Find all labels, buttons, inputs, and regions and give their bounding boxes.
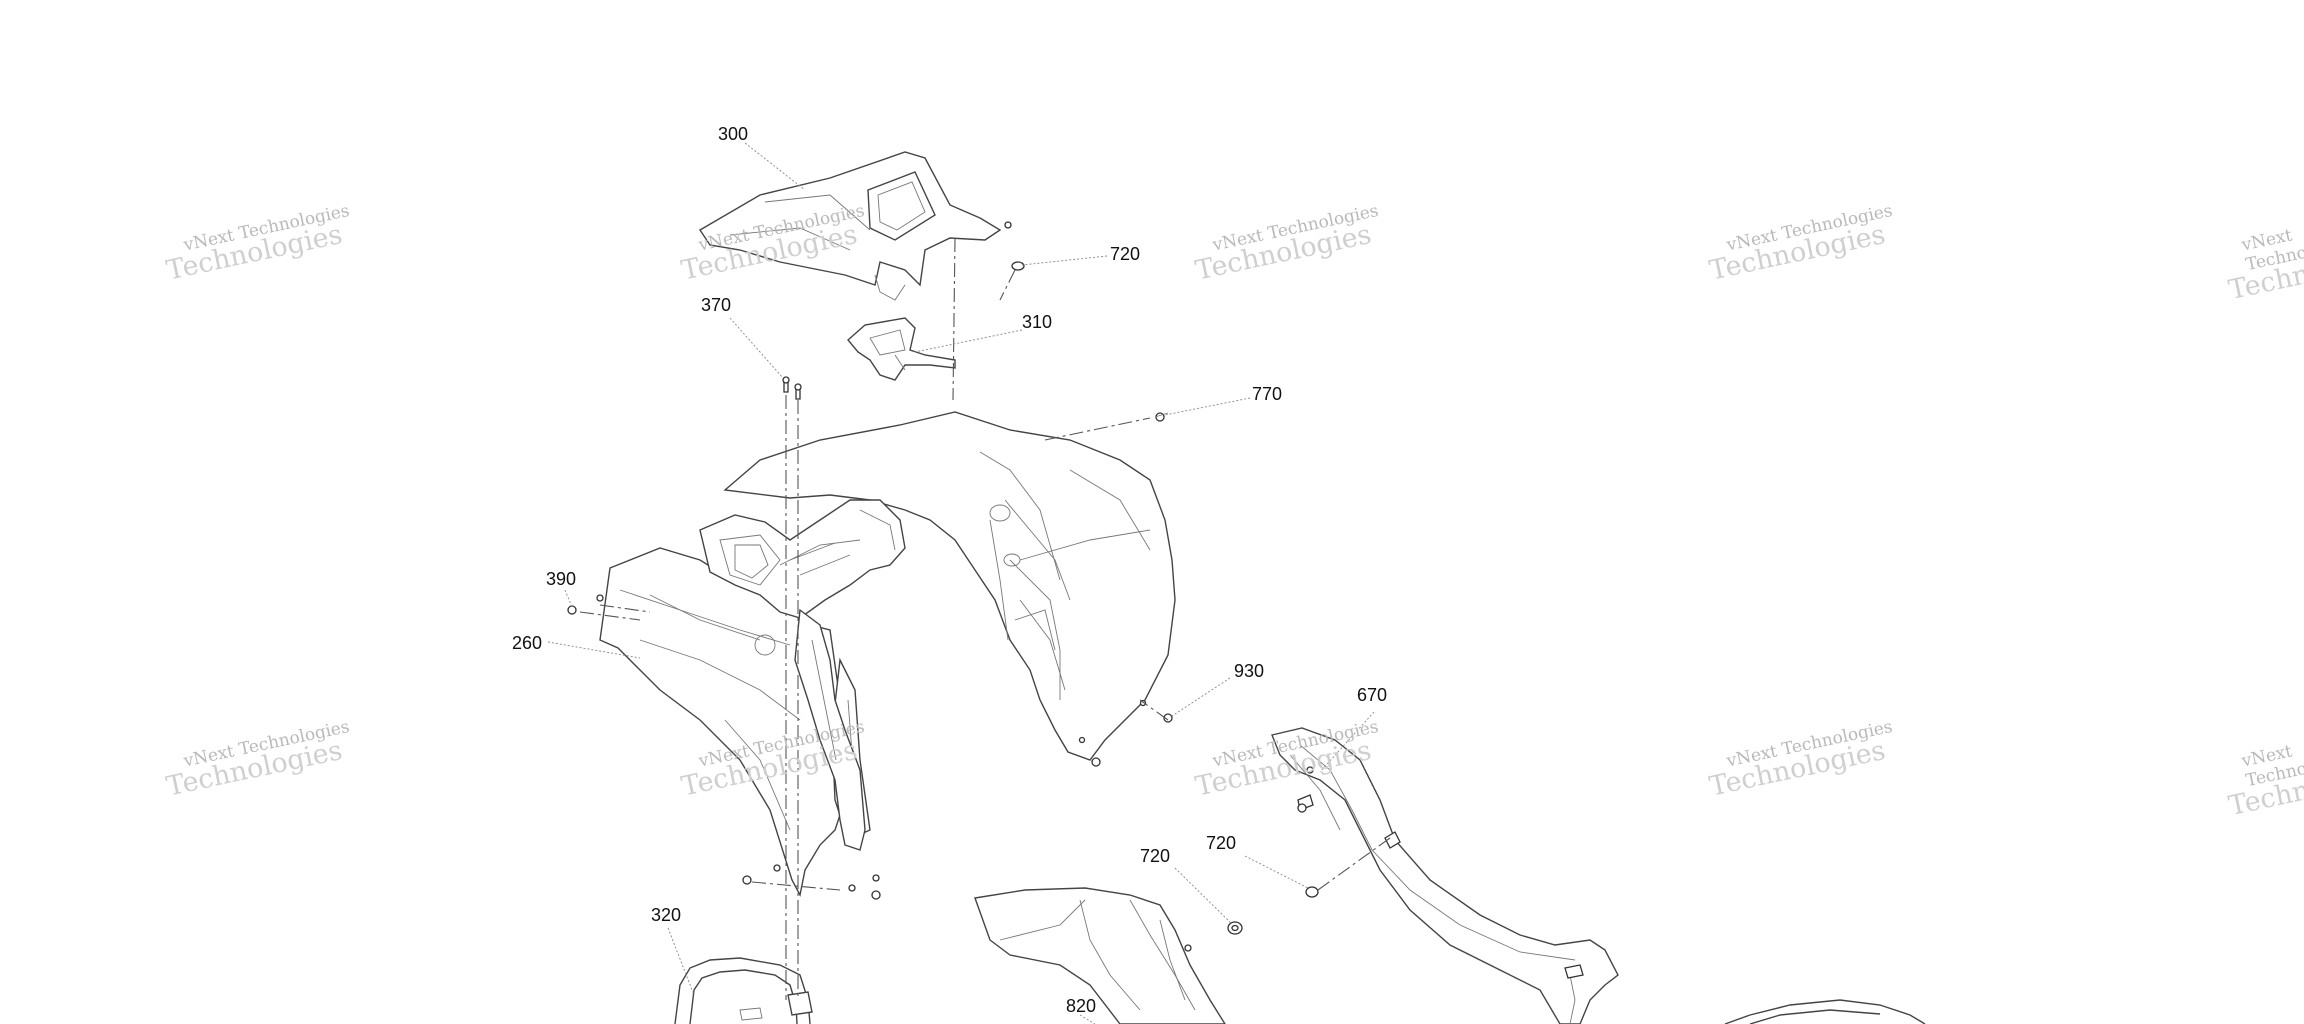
leader-lines xyxy=(547,142,1375,1024)
callout-320[interactable]: 320 xyxy=(651,905,682,925)
callout-260[interactable]: 260 xyxy=(512,633,543,653)
part-300-upper-console[interactable] xyxy=(699,151,1002,301)
part-320-lower-frame[interactable] xyxy=(674,957,813,1024)
callout-720-right[interactable]: 720 xyxy=(1206,833,1237,853)
callout-820[interactable]: 820 xyxy=(1066,996,1097,1016)
callout-310[interactable]: 310 xyxy=(1022,312,1053,332)
callout-370[interactable]: 370 xyxy=(701,295,732,315)
hardware-fasteners xyxy=(567,221,1319,952)
part-670-side-frame[interactable] xyxy=(1271,727,1619,1024)
callout-720-top[interactable]: 720 xyxy=(1110,244,1141,264)
assembly-lines xyxy=(579,237,1391,1000)
part-260-lower-fairing[interactable] xyxy=(599,547,859,898)
part-820-lower-cowl[interactable] xyxy=(974,887,1226,1024)
part-support-arm[interactable] xyxy=(794,608,866,851)
part-main-hood[interactable] xyxy=(723,411,1176,761)
callout-390[interactable]: 390 xyxy=(546,569,577,589)
part-inner-housing[interactable] xyxy=(699,499,906,619)
part-310-bracket[interactable] xyxy=(847,317,956,381)
callout-930[interactable]: 930 xyxy=(1234,661,1265,681)
callout-720-left[interactable]: 720 xyxy=(1140,846,1171,866)
callout-770[interactable]: 770 xyxy=(1252,384,1283,404)
callout-670[interactable]: 670 xyxy=(1357,685,1388,705)
part-bottom-right-fragment[interactable] xyxy=(1724,999,1926,1024)
callout-300[interactable]: 300 xyxy=(718,124,749,144)
